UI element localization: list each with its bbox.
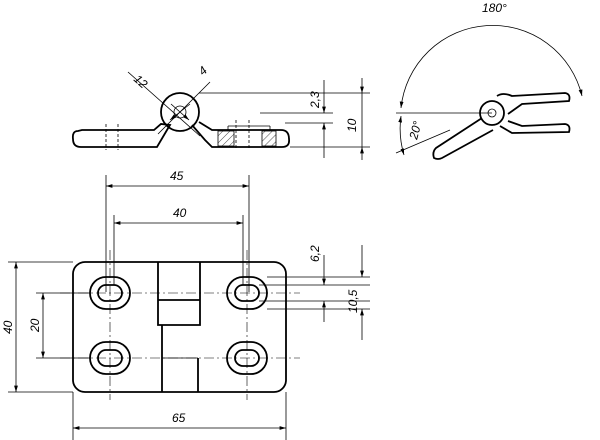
overall-width-label: 65: [172, 411, 186, 425]
side-view: 12 4 2,3 10: [71, 63, 370, 160]
plate-outline: [72, 261, 287, 393]
hole-spacing-inner-label: 40: [173, 206, 187, 220]
top-view: 45 40 65 40 20 6,2 10,5: [1, 169, 370, 440]
slot-width-label: 6,2: [308, 245, 322, 262]
slot-length-label: 10,5: [346, 289, 360, 313]
overall-height-label: 40: [1, 320, 15, 334]
open-angle-label: 180°: [482, 1, 507, 15]
knuckle-circle: [160, 92, 200, 132]
vertical-hole-spacing-label: 20: [28, 318, 42, 333]
plate-thickness-label: 2,3: [308, 91, 322, 109]
close-angle-label: 20°: [406, 119, 425, 141]
pin-hole-label: 4: [196, 63, 211, 78]
rotation-view: 180° 20°: [395, 1, 583, 160]
pin-diameter-label: 12: [131, 72, 151, 92]
hinge-height-label: 10: [345, 118, 359, 132]
hole-spacing-outer-label: 45: [170, 169, 184, 183]
